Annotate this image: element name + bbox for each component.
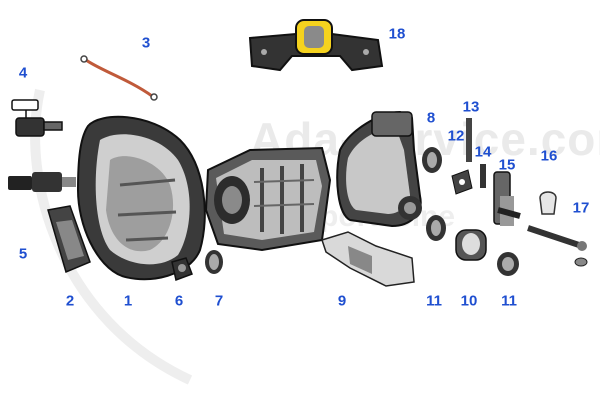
cap-part — [539, 191, 557, 215]
grommet-part — [171, 257, 193, 282]
bushing-part — [455, 229, 487, 261]
callout-10: 10 — [460, 292, 478, 310]
callout-4: 4 — [18, 64, 28, 82]
callout-13: 13 — [462, 98, 480, 116]
pin-part — [480, 164, 486, 188]
bellhousing-part — [76, 115, 206, 281]
callout-18: 18 — [388, 25, 406, 43]
seal-upper-part — [422, 147, 442, 173]
callout-12: 12 — [447, 127, 465, 145]
callout-7: 7 — [214, 292, 224, 310]
gasket-part — [451, 169, 473, 195]
seal-pair-part — [426, 215, 519, 276]
callout-5: 5 — [18, 245, 28, 263]
rod-part — [527, 225, 587, 251]
ground-strap-part — [80, 55, 158, 101]
callout-11-left: 11 — [426, 292, 442, 310]
callout-3: 3 — [141, 34, 151, 52]
callout-2: 2 — [65, 292, 75, 310]
shaft-assembly-part — [493, 171, 521, 226]
callout-17: 17 — [572, 199, 590, 217]
callout-9: 9 — [337, 292, 347, 310]
callout-14: 14 — [474, 143, 492, 161]
transmission-mount-part — [248, 19, 384, 72]
switch-bracket-part — [11, 99, 63, 137]
callout-6: 6 — [174, 292, 184, 310]
callout-15: 15 — [498, 156, 516, 174]
bracket-part — [47, 205, 91, 274]
callout-11-right: 11 — [501, 292, 517, 310]
support-bracket-part — [321, 231, 415, 287]
callout-1: 1 — [123, 292, 133, 310]
seal-left-part — [205, 250, 223, 274]
callout-8: 8 — [426, 109, 436, 127]
nose-housing-part — [336, 110, 422, 228]
callout-16: 16 — [540, 147, 558, 165]
sensor-part — [8, 172, 76, 192]
washer-part — [574, 257, 588, 267]
gearbox-case-part — [204, 146, 332, 252]
spring-part — [466, 118, 472, 162]
